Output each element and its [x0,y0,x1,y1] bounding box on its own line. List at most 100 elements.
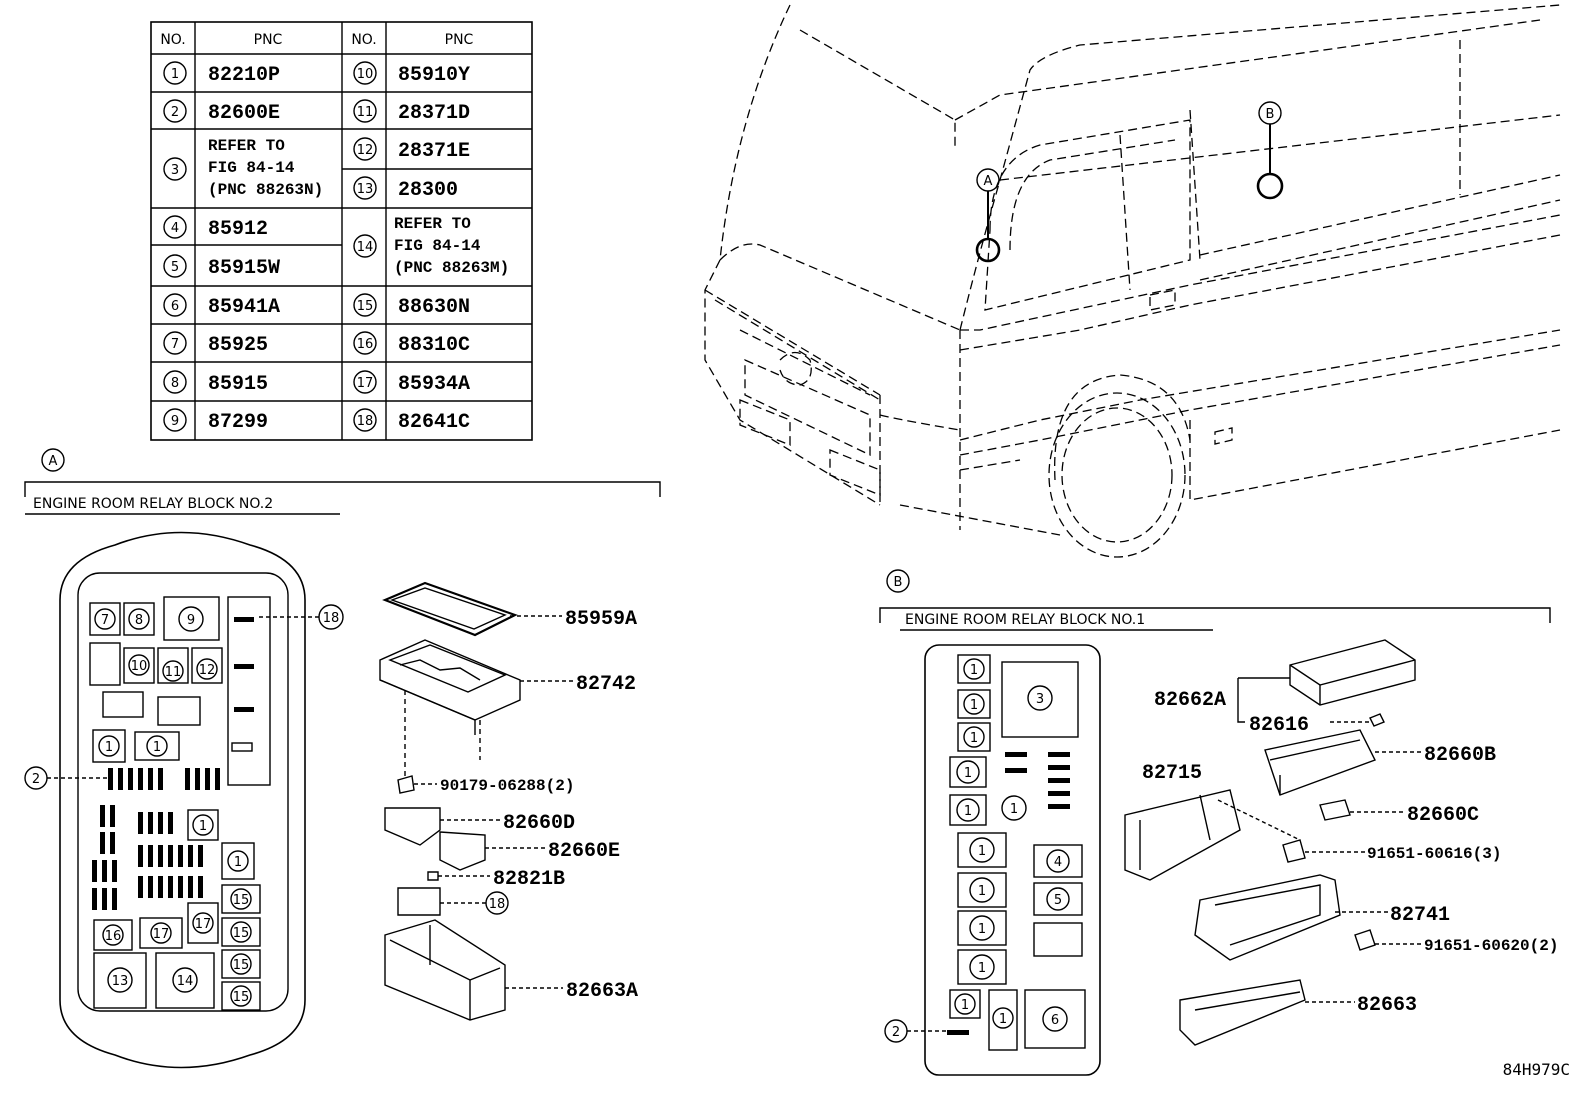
row-pnc-15: 88630N [398,296,470,319]
section-b-marker [886,569,910,593]
b1-label-1d: 1 [964,766,972,781]
row-no-16: 16 [357,337,374,352]
section-a-exploded-parts [379,581,521,1021]
row-pnc-13: 28300 [398,179,458,202]
section-b-title: ENGINE ROOM RELAY BLOCK NO.1 [905,612,1145,628]
row-no-7: 7 [171,337,179,352]
row-pnc-7: 85925 [208,334,268,357]
part-82742: 82742 [576,673,636,696]
row-no-6: 6 [171,299,179,314]
b2-label-15b: 15 [233,926,250,941]
b1-label-1f: 1 [1010,802,1018,817]
row-no-17: 17 [357,376,374,391]
part-82741: 82741 [1390,904,1450,927]
b1-label-1j: 1 [978,961,986,976]
vehicle-marker-a [975,168,1001,263]
part-90179-06288: 90179-06288(2) [440,777,574,795]
row-pnc-14-line2: FIG 84-14 [394,237,481,255]
row-no-3: 3 [171,163,179,178]
row-pnc-12: 28371E [398,140,470,163]
row-pnc-9: 87299 [208,411,268,434]
relay-block-2-components [89,596,271,1011]
relay-block-1-callouts [884,1019,947,1043]
b1-label-5: 5 [1054,893,1062,908]
table-header-pnc-2: PNC [445,32,474,48]
b2-label-15c: 15 [233,958,250,973]
figure-code: 84H979C [1503,1060,1570,1079]
part-82663A: 82663A [566,980,638,1003]
b2-label-12: 12 [199,663,216,678]
relay-block-1-components [949,654,1086,1051]
b2-label-1a: 1 [105,740,113,755]
b2-label-8: 8 [135,613,143,628]
part-82616: 82616 [1249,714,1309,737]
section-a-bracket [24,481,661,497]
row-pnc-10: 85910Y [398,64,470,87]
vehicle-marker-b [1256,101,1284,200]
row-no-4: 4 [171,221,179,236]
part-91651-60616: 91651-60616(3) [1367,845,1501,863]
vehicle-marker-a-label: A [984,174,993,189]
b2-label-17a: 17 [153,927,170,942]
row-no-2: 2 [171,105,179,120]
relay-block-1-fuses [947,752,1070,1035]
part-82660C: 82660C [1407,804,1479,827]
section-a-marker-label: A [49,454,58,469]
part-callout-18: 18 [489,897,506,912]
row-pnc-8: 85915 [208,373,268,396]
b1-label-1b: 1 [970,698,978,713]
row-pnc-3-line2: FIG 84-14 [208,159,295,177]
b2-label-1d: 1 [234,855,242,870]
section-b-bracket [879,607,1551,623]
row-no-8: 8 [171,376,179,391]
b1-label-3: 3 [1036,692,1044,707]
part-82660B: 82660B [1424,744,1496,767]
part-91651-60620: 91651-60620(2) [1424,937,1558,955]
row-no-1: 1 [171,67,179,82]
b1-label-1h: 1 [978,884,986,899]
row-pnc-16: 88310C [398,334,470,357]
row-pnc-2: 82600E [208,102,280,125]
row-no-12: 12 [357,143,374,158]
section-b-marker-label: B [894,575,903,590]
b2-label-7: 7 [101,613,109,628]
row-no-9: 9 [171,414,179,429]
relay-block-2-inner [77,572,289,1012]
b1-label-6: 6 [1051,1013,1059,1028]
row-no-18: 18 [357,414,374,429]
block-1-callout-2: 2 [892,1025,900,1040]
table-header-no: NO. [160,32,185,48]
row-no-13: 13 [357,182,374,197]
b1-label-1e: 1 [964,804,972,819]
b1-label-1k: 1 [961,998,969,1013]
part-82821B: 82821B [493,868,565,891]
b1-label-1g: 1 [978,844,986,859]
row-pnc-11: 28371D [398,102,470,125]
part-82660E: 82660E [548,840,620,863]
row-pnc-14-line3: (PNC 88263M) [394,259,509,277]
row-pnc-5: 85915W [208,257,280,280]
b2-label-16: 16 [105,929,122,944]
b2-label-17b: 17 [195,917,212,932]
b2-label-13: 13 [112,974,129,989]
part-85959A: 85959A [565,608,637,631]
b1-label-1l: 1 [999,1012,1007,1027]
row-pnc-1: 82210P [208,64,280,87]
b1-label-1a: 1 [970,663,978,678]
block-2-callout-18: 18 [323,611,340,626]
row-pnc-3-line3: (PNC 88263N) [208,181,323,199]
row-pnc-18: 82641C [398,411,470,434]
b2-label-15d: 15 [233,990,250,1005]
row-pnc-6: 85941A [208,296,280,319]
row-no-5: 5 [171,260,179,275]
b2-label-11: 11 [165,665,182,680]
table-row-numbers-left [163,61,377,432]
row-pnc-4: 85912 [208,218,268,241]
part-82715: 82715 [1142,762,1202,785]
row-no-10: 10 [357,67,374,82]
block-2-callout-2: 2 [32,772,40,787]
row-pnc-3-line1: REFER TO [208,137,285,155]
part-82660D: 82660D [503,812,575,835]
table-header-no-2: NO. [351,32,376,48]
